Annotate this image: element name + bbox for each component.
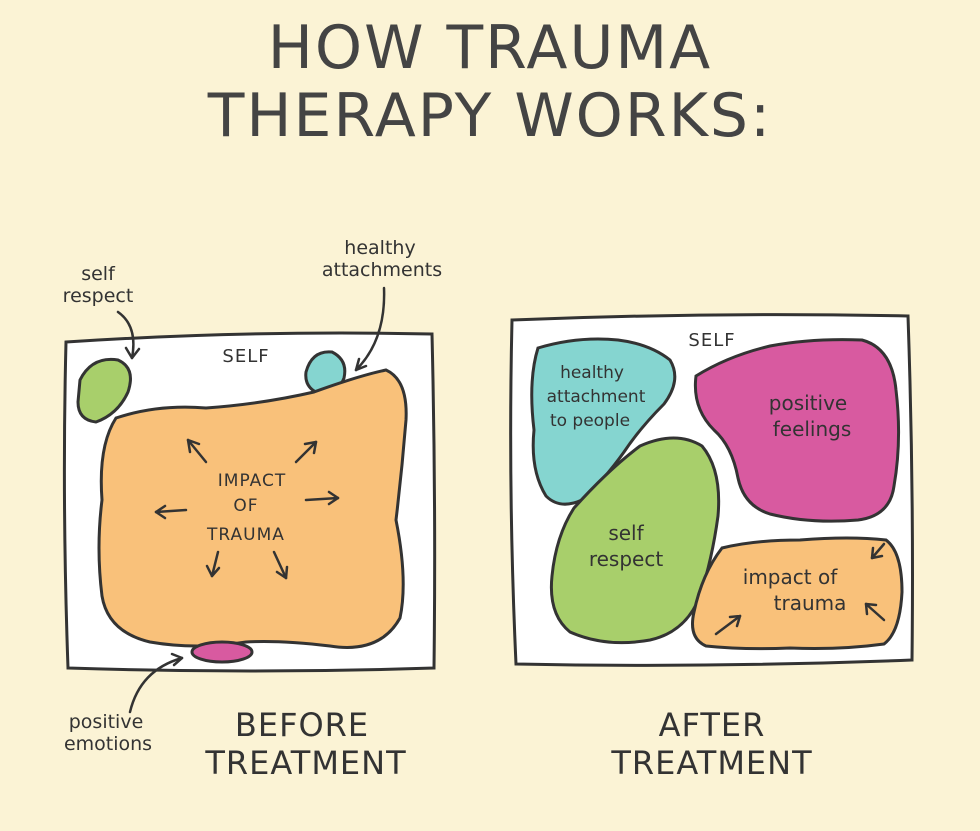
arrow-down-right-icon [272, 550, 289, 580]
callout-arrow-icon [354, 286, 386, 372]
after-self-respect-word-2: respect [589, 547, 664, 571]
before-healthy-attachments-word-1: healthy [344, 237, 415, 259]
after-self-label: SELF [688, 330, 735, 351]
after-positive-word-2: feelings [773, 417, 852, 441]
before-impact-line-3: TRAUMA [206, 525, 285, 545]
after-healthy-attachment-blob [530, 337, 677, 506]
arrow-right-icon [304, 490, 340, 506]
after-healthy-word-1: healthy [560, 363, 624, 383]
callout-arrow-icon [128, 656, 184, 714]
arrow-inward-bottom-left-icon [714, 614, 742, 636]
arrow-inward-bottom-right-icon [864, 602, 886, 622]
before-self-respect-blob [76, 357, 132, 424]
before-positive-emotions-callout: positive emotions [64, 652, 184, 755]
after-caption-line-2: TREATMENT [610, 744, 812, 782]
before-healthy-attachments-word-2: attachments [322, 259, 442, 281]
before-healthy-attachments-callout: healthy attachments [322, 237, 442, 372]
before-impact-of-trauma-blob [97, 368, 408, 649]
after-impact-of-trauma-blob [691, 536, 904, 651]
after-panel: SELF healthy attachment to people positi… [509, 313, 914, 782]
before-panel: SELF IMPACT OF TRAUMA [63, 237, 442, 782]
before-self-respect-callout: self respect [63, 263, 141, 360]
before-expansion-arrows [154, 438, 340, 580]
title-line-1: HOW TRAUMA [267, 13, 713, 83]
before-self-label: SELF [222, 346, 269, 367]
before-positive-emotions-blob [190, 640, 254, 664]
before-impact-line-2: OF [233, 496, 258, 516]
after-self-respect-word-1: self [608, 521, 644, 545]
arrow-up-right-icon [294, 440, 318, 464]
after-positive-feelings-blob [693, 338, 901, 523]
after-caption-line-1: AFTER [659, 706, 766, 744]
after-containment-arrows [714, 542, 886, 636]
after-healthy-word-2: attachment [547, 387, 646, 407]
before-caption-line-2: TREATMENT [204, 744, 406, 782]
before-positive-emotions-word-2: emotions [64, 733, 152, 755]
before-positive-emotions-word-1: positive [69, 711, 144, 733]
callout-arrow-icon [116, 310, 135, 360]
after-impact-word-2: trauma [774, 591, 847, 615]
arrow-up-left-icon [186, 438, 208, 464]
before-caption-line-1: BEFORE [235, 706, 369, 744]
arrow-left-icon [154, 504, 188, 520]
arrow-inward-top-right-icon [870, 542, 886, 560]
diagram-title: HOW TRAUMA THERAPY WORKS: [0, 14, 980, 150]
title-line-2: THERAPY WORKS: [207, 81, 773, 151]
after-impact-word-1: impact of [743, 565, 838, 589]
before-self-respect-word-2: respect [63, 285, 134, 307]
before-self-respect-word-1: self [81, 263, 116, 285]
after-healthy-word-3: to people [550, 411, 630, 431]
before-impact-line-1: IMPACT [218, 471, 286, 491]
after-positive-word-1: positive [769, 391, 847, 415]
arrow-down-left-icon [205, 550, 221, 578]
